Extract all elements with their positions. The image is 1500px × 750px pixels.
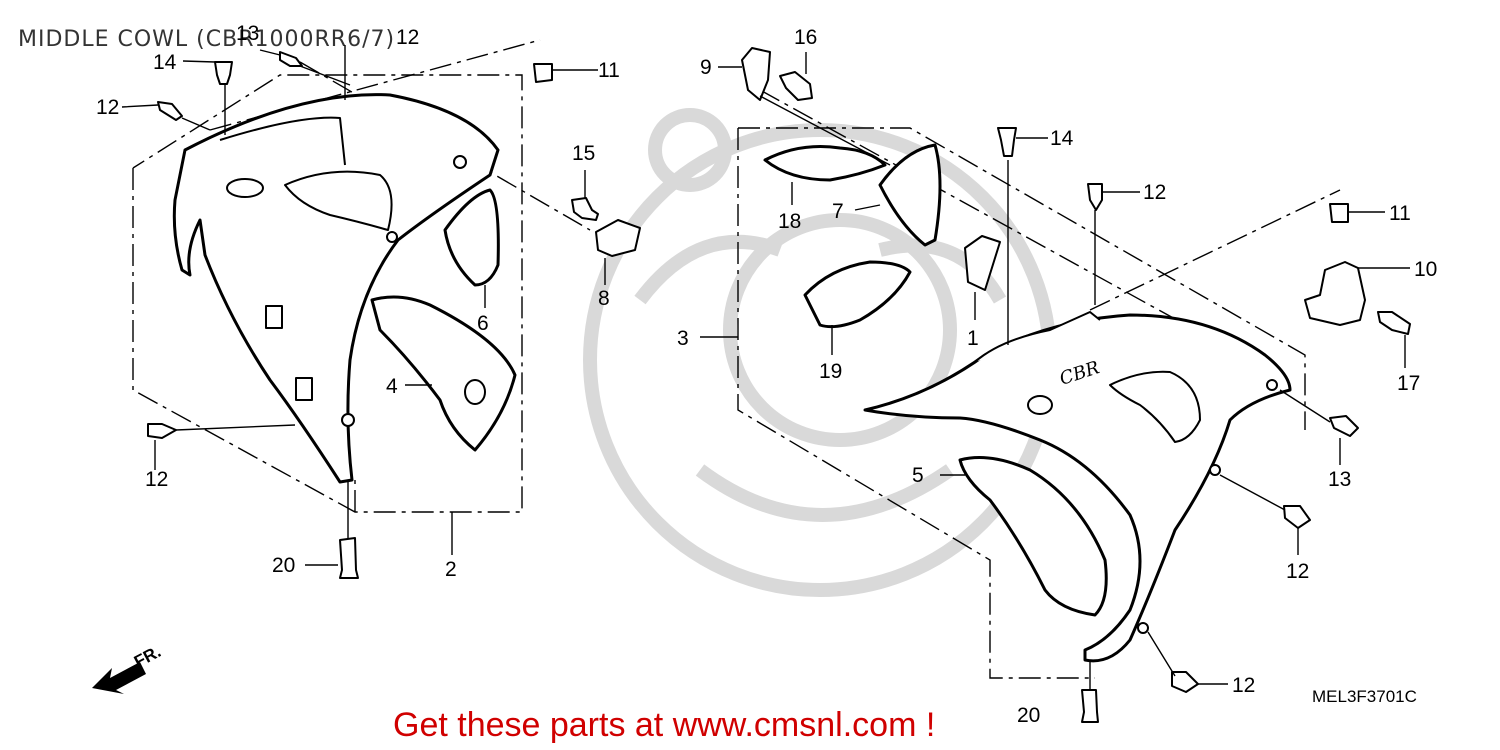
callout-18: 18 bbox=[778, 210, 801, 233]
right-assembly: CBR bbox=[677, 26, 1437, 727]
callout-12: 12 bbox=[1143, 181, 1166, 204]
right-screw-12-bottom bbox=[1171, 671, 1199, 693]
callout-11: 11 bbox=[1389, 202, 1411, 225]
callout-2: 2 bbox=[445, 558, 457, 581]
left-dashed-frame bbox=[132, 74, 523, 513]
callout-16: 16 bbox=[794, 26, 817, 49]
callout-19: 19 bbox=[819, 360, 842, 383]
page-title: MIDDLE COWL (CBR1000RR6/7) bbox=[18, 27, 395, 52]
callout-17: 17 bbox=[1397, 372, 1420, 395]
right-rivet-14 bbox=[997, 127, 1017, 157]
left-bolt-13 bbox=[279, 51, 303, 67]
callout-12: 12 bbox=[96, 96, 119, 119]
promo-text: Get these parts at www.cmsnl.com ! bbox=[393, 706, 935, 744]
callout-12: 12 bbox=[1286, 560, 1309, 583]
callout-14: 14 bbox=[153, 51, 177, 74]
callout-1: 1 bbox=[967, 327, 979, 350]
left-trim-6 bbox=[443, 188, 500, 287]
left-bracket-8 bbox=[595, 219, 641, 257]
watermark-logo bbox=[583, 108, 1057, 597]
callout-20: 20 bbox=[1017, 704, 1040, 727]
right-screw-13 bbox=[1329, 415, 1359, 437]
right-bolt-17 bbox=[1377, 311, 1411, 335]
callout-14: 14 bbox=[1050, 127, 1074, 150]
fr-arrow-icon bbox=[92, 662, 146, 694]
callout-15: 15 bbox=[572, 142, 595, 165]
callout-12: 12 bbox=[396, 26, 419, 49]
callout-12: 12 bbox=[1232, 674, 1255, 697]
left-nut-11 bbox=[533, 63, 553, 83]
left-assembly: 14 13 12 12 11 15 8 6 4 12 20 2 bbox=[96, 22, 641, 581]
left-screw-12-top bbox=[157, 101, 183, 121]
right-clip-20 bbox=[1081, 689, 1099, 723]
right-bolt-16 bbox=[779, 71, 813, 101]
callout-10: 10 bbox=[1414, 258, 1437, 281]
right-block-1 bbox=[964, 235, 1001, 291]
left-clip-20 bbox=[339, 537, 359, 579]
right-trim-18 bbox=[763, 145, 887, 182]
diagram-code: MEL3F3701C bbox=[1312, 687, 1417, 706]
right-trim-19 bbox=[803, 260, 912, 329]
callout-3: 3 bbox=[677, 327, 689, 350]
callout-9: 9 bbox=[700, 56, 712, 79]
left-bolt-15 bbox=[571, 197, 599, 221]
callout-6: 6 bbox=[477, 312, 489, 335]
right-screw-12-top bbox=[1087, 183, 1103, 211]
left-trim-4 bbox=[370, 295, 517, 452]
right-bracket-10 bbox=[1304, 261, 1366, 326]
right-bracket-9 bbox=[741, 47, 771, 101]
callout-13: 13 bbox=[1328, 468, 1351, 491]
callout-5: 5 bbox=[912, 464, 924, 487]
callout-12: 12 bbox=[145, 468, 168, 491]
right-trim-5 bbox=[958, 456, 1108, 617]
right-trim-7 bbox=[878, 143, 942, 247]
right-screw-12-mid bbox=[1283, 505, 1311, 529]
callout-8: 8 bbox=[598, 287, 610, 310]
callout-13: 13 bbox=[236, 22, 259, 45]
callout-4: 4 bbox=[386, 375, 398, 398]
right-nut-11 bbox=[1329, 203, 1349, 223]
left-screw-12-bottom bbox=[147, 423, 177, 439]
callout-11: 11 bbox=[598, 59, 620, 82]
front-direction-arrow: FR. bbox=[92, 642, 164, 694]
callout-7: 7 bbox=[832, 200, 844, 223]
left-rivet-14 bbox=[214, 61, 233, 85]
callout-20: 20 bbox=[272, 554, 295, 577]
right-dashed-frame bbox=[737, 127, 1306, 679]
